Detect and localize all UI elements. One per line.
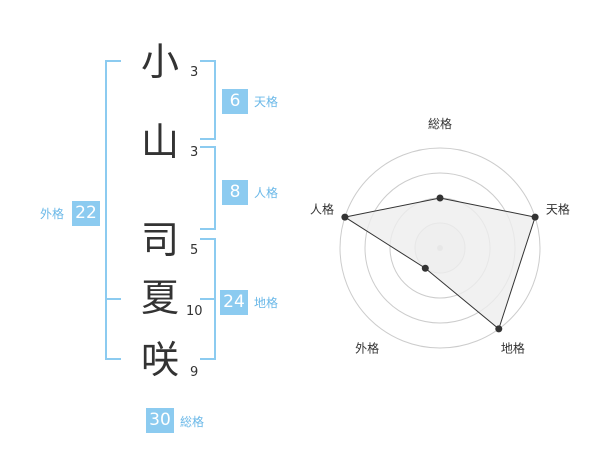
jinkaku-bracket [200, 146, 216, 230]
radar-polygon [343, 197, 536, 330]
chikaku-bracket-divider [200, 298, 216, 300]
jinkaku-score-badge: 8 [222, 180, 248, 205]
soukaku-label: 総格 [180, 415, 205, 429]
radar-axis-label-3: 地格 [501, 340, 525, 355]
radar-axis-label-5: 人格 [310, 202, 334, 217]
radar-point-1 [436, 194, 444, 202]
radar-point-5 [341, 213, 349, 221]
stroke-count-3: 5 [190, 243, 199, 258]
gaikaku-bracket-divider [105, 298, 121, 300]
stroke-count-5: 9 [190, 365, 199, 380]
radar-point-3 [495, 325, 503, 333]
stroke-count-2: 3 [190, 145, 199, 160]
tenkaku-score-badge: 6 [222, 89, 248, 114]
name-char-3: 司 [140, 218, 179, 262]
stroke-count-4: 10 [186, 304, 203, 319]
radar-point-4 [421, 264, 429, 272]
chikaku-label: 地格 [254, 296, 279, 310]
radar-axis-label-1: 総格 [428, 116, 452, 131]
gaikaku-label: 外格 [40, 207, 65, 221]
name-char-1: 小 [140, 40, 179, 84]
radar-axis-label-2: 天格 [546, 202, 570, 217]
radar-axis-label-4: 外格 [355, 340, 379, 355]
name-char-2: 山 [140, 120, 179, 164]
tenkaku-bracket [200, 60, 216, 140]
name-char-5: 咲 [140, 338, 179, 382]
stroke-count-1: 3 [190, 65, 199, 80]
jinkaku-label: 人格 [254, 186, 279, 200]
soukaku-score-badge: 30 [146, 408, 174, 433]
radar-shape [341, 194, 539, 333]
tenkaku-label: 天格 [254, 95, 279, 109]
gaikaku-bracket [105, 60, 121, 360]
name-char-4: 夏 [140, 276, 179, 320]
radar-point-2 [531, 213, 539, 221]
gaikaku-score-badge: 22 [72, 201, 100, 226]
chikaku-score-badge: 24 [220, 290, 248, 315]
